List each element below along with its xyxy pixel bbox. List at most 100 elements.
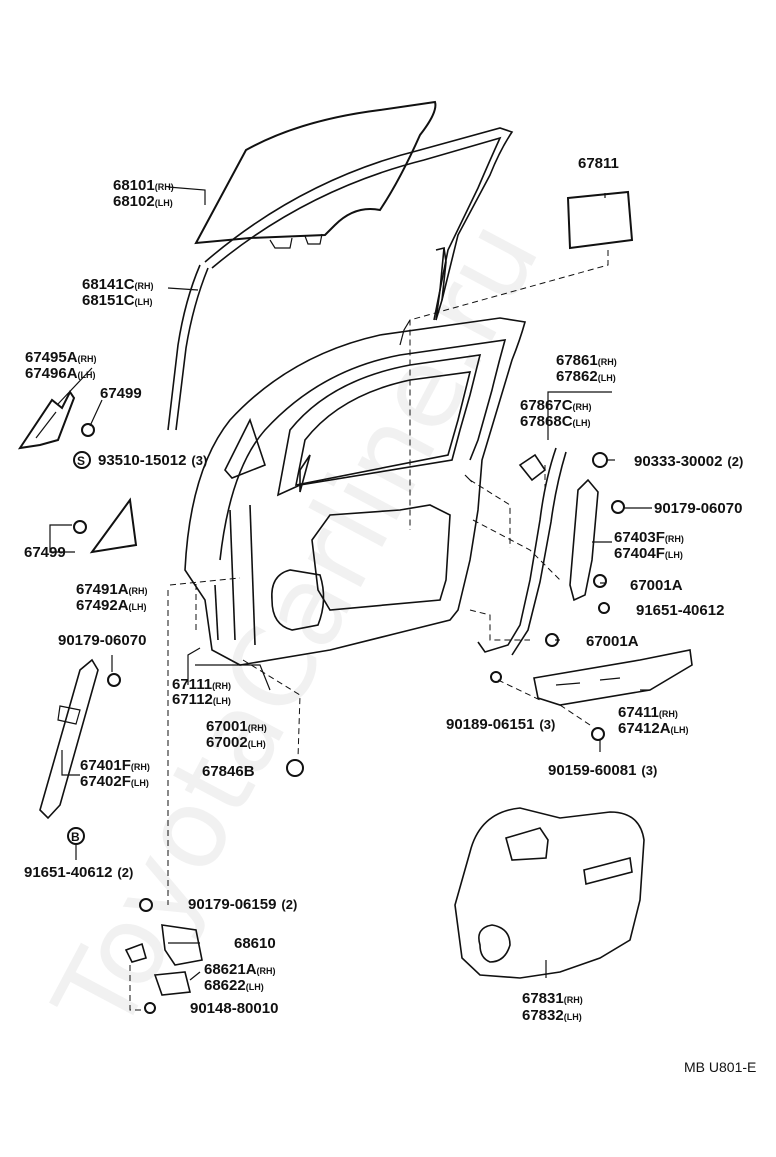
part-label-l35: 67402F(LH) [80,773,149,790]
part-suffix: (LH) [135,297,153,307]
part-suffix: (LH) [129,602,147,612]
part-label-l1: 68101(RH) [113,177,174,194]
part-suffix: (LH) [573,418,591,428]
part-suffix: (LH) [665,550,683,560]
part-number: 90179-06070 [654,500,742,517]
part-suffix: (LH) [248,739,266,749]
part-suffix: (RH) [564,995,583,1005]
part-label-l6: 67495A(RH) [25,349,97,366]
part-number: 67412A [618,720,671,737]
part-label-l26: 67112(LH) [172,691,231,708]
part-number: 67832 [522,1007,564,1024]
marker-s: S [73,451,91,469]
part-number: 67001 [206,718,248,735]
marker-s-label: S [77,454,85,468]
part-number: 67001A [630,577,683,594]
part-label-l21: 67499 [24,544,66,561]
bolt-icon-2 [611,500,625,514]
part-suffix: (LH) [246,982,264,992]
part-number: 90159-60081 [548,762,636,779]
outside-frame-moulding [533,649,693,706]
part-label-l32: 67412A(LH) [618,720,689,737]
part-suffix: (RH) [129,586,148,596]
corner-piece-lower [89,497,138,554]
part-label-l17: 67404F(LH) [614,545,683,562]
corner-piece-upper [17,390,76,450]
part-label-l12: 67867C(RH) [520,397,592,414]
part-label-l23: 67492A(LH) [76,597,147,614]
part-label-l11: 67862(LH) [556,368,616,385]
part-number: 68621A [204,961,257,978]
service-hole-cover [566,190,634,250]
glass-channel-strip [167,264,209,431]
part-number: 68141C [82,276,135,293]
part-quantity: (2) [727,454,743,469]
part-label-l10: 67861(RH) [556,352,617,369]
part-suffix: (RH) [131,762,150,772]
part-number: 67402F [80,773,131,790]
part-label-l9: 93510-15012(3) [98,452,207,469]
part-label-l31: 67411(RH) [618,704,678,721]
part-number: 67112 [172,691,213,708]
part-number: 67495A [25,349,78,366]
part-number: 67811 [578,155,619,172]
part-number: 68151C [82,292,135,309]
marker-b: B [67,827,85,845]
part-suffix: (RH) [135,281,154,291]
part-label-l27: 67001(RH) [206,718,267,735]
part-number: 68610 [234,935,276,952]
weatherstrip [477,447,567,656]
part-label-l5: 68151C(LH) [82,292,153,309]
part-suffix: (LH) [78,370,96,380]
part-number: 67491A [76,581,129,598]
hole-plug-icon [286,759,304,777]
clip-icon-3 [593,574,607,588]
part-suffix: (RH) [659,709,678,719]
part-quantity: (2) [281,897,297,912]
bolt-icon-3 [139,898,153,912]
part-suffix: (RH) [78,354,97,364]
part-number: 90148-80010 [190,1000,278,1017]
part-suffix: (LH) [155,198,173,208]
part-quantity: (2) [117,865,133,880]
part-label-l20: 67001A [586,633,639,650]
part-label-l8: 67499 [100,385,142,402]
plug-icon-1 [592,452,608,468]
part-number: 68622 [204,977,246,994]
part-label-l19: 91651-40612 [636,602,724,619]
lower-frame-rear [569,478,599,602]
clip-icon-1 [81,423,95,437]
part-number: 67411 [618,704,659,721]
part-suffix: (LH) [213,696,231,706]
part-suffix: (RH) [598,357,617,367]
part-suffix: (RH) [155,182,174,192]
part-number: 67496A [25,365,78,382]
part-quantity: (3) [191,453,207,468]
part-number: 67401F [80,757,131,774]
part-label-l39: 68621A(RH) [204,961,276,978]
part-label-l13: 67868C(LH) [520,413,591,430]
part-number: 67001A [586,633,639,650]
part-label-l24: 90179-06070 [58,632,146,649]
screw-icon-1 [598,602,610,614]
part-suffix: (RH) [212,681,231,691]
part-label-l29: 67846B [202,763,255,780]
part-number: 67867C [520,397,573,414]
part-label-l33: 90159-60081(3) [548,762,657,779]
part-label-l18: 67001A [630,577,683,594]
part-suffix: (LH) [671,725,689,735]
part-label-l37: 90179-06159(2) [188,896,297,913]
part-number: 67862 [556,368,598,385]
screw-icon-2 [591,727,605,741]
part-label-l16: 67403F(RH) [614,529,684,546]
part-number: 91651-40612 [24,864,112,881]
part-suffix: (LH) [598,373,616,383]
marker-b-label: B [71,830,80,844]
part-label-l3: 67811 [578,155,619,172]
part-label-l15: 90179-06070 [654,500,742,517]
part-label-l28: 67002(LH) [206,734,266,751]
part-label-l38: 68610 [234,935,276,952]
part-number: 67002 [206,734,248,751]
